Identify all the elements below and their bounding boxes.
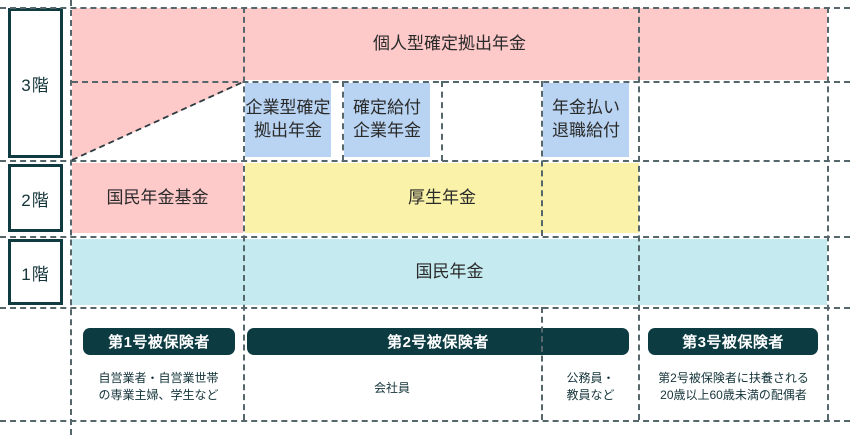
tier-label-3f: 3階	[8, 8, 63, 158]
tier2-center-label: 厚生年金	[408, 187, 476, 207]
category-1-description: 自営業者・自営業世帯 の専業主婦、学生など	[72, 368, 245, 416]
category-2-desc2-line2: 教員など	[566, 388, 615, 403]
tier-label-3f-text: 3階	[21, 75, 50, 95]
tier-label-2f: 2階	[8, 164, 63, 232]
grid-vline-col4-lower	[541, 307, 543, 420]
tier2-left-label: 国民年金基金	[106, 187, 209, 207]
category-2-desc2-line1: 公務員・	[566, 371, 615, 385]
tier3-box-1-line1: 確定給付	[353, 98, 421, 118]
category-1-title: 第1号被保険者	[108, 334, 210, 351]
grid-hline-tier3-split	[72, 81, 850, 83]
category-2-title: 第2号被保険者	[387, 334, 489, 351]
category-2-description-public-servants: 公務員・ 教員など	[543, 368, 638, 416]
category-pill-3: 第3号被保険者	[648, 328, 818, 355]
category-3-desc-line2: 20歳以上60歳未満の配偶者	[660, 388, 807, 403]
grid-vline-col2	[342, 81, 344, 161]
tier1-kokumin-nenkin: 国民年金	[72, 239, 827, 305]
category-2-description-employees: 会社員	[245, 364, 539, 414]
category-pill-1: 第1号被保険者	[83, 328, 235, 355]
tier-label-1f: 1階	[8, 239, 63, 305]
grid-vline-col5	[638, 7, 640, 420]
category-2-desc-line1: 会社員	[373, 381, 410, 396]
tier-label-1f-text: 1階	[21, 264, 50, 284]
tier3-box-empty-5	[640, 83, 827, 157]
tier3-box-1-line2: 企業年金	[353, 121, 421, 140]
tier3-top-band-ipension: 個人型確定拠出年金	[72, 8, 827, 80]
grid-vline-col4	[541, 81, 543, 236]
tier2-kosei-nenkin: 厚生年金	[245, 163, 639, 233]
tier3-box-empty-3	[443, 83, 529, 157]
grid-hline-tier3-bottom	[0, 160, 850, 162]
category-1-desc-line1: 自営業者・自営業世帯	[98, 371, 219, 385]
grid-vline-left	[70, 0, 72, 435]
tier3-top-band-label: 個人型確定拠出年金	[373, 33, 526, 53]
category-1-desc-line2: の専業主婦、学生など	[98, 388, 219, 403]
grid-vline-col3	[441, 81, 443, 161]
grid-vline-right	[827, 7, 829, 420]
tier2-empty-right	[640, 163, 827, 233]
category-pill-2: 第2号被保険者	[247, 328, 629, 355]
category-3-title: 第3号被保険者	[682, 334, 784, 351]
grid-hline-bottom	[0, 420, 850, 422]
tier1-label: 国民年金	[415, 261, 484, 281]
tier3-box-3-line1: 年金払い	[552, 98, 620, 118]
tier-label-2f-text: 2階	[21, 190, 50, 210]
grid-vline-col1	[243, 7, 245, 420]
category-3-desc-line1: 第2号被保険者に扶養される	[658, 371, 809, 385]
grid-hline-tier1-bottom	[0, 307, 850, 309]
tier3-box-0-line1: 企業型確定	[245, 98, 331, 118]
category-3-description: 第2号被保険者に扶養される 20歳以上60歳未満の配偶者	[640, 368, 827, 416]
tier3-box-0-line2: 拠出年金	[254, 121, 322, 140]
tier3-box-corporate-dc: 企業型確定 拠出年金	[245, 83, 331, 157]
grid-hline-tier2-bottom	[0, 236, 850, 238]
grid-hline-top	[0, 7, 850, 9]
tier3-box-3-line2: 退職給付	[552, 121, 620, 140]
tier3-box-defined-benefit: 確定給付 企業年金	[344, 83, 430, 157]
tier3-pink-wedge-block	[72, 80, 243, 160]
tier2-kokumin-nenkin-kikin: 国民年金基金	[72, 163, 243, 233]
tier3-box-retirement-pension: 年金払い 退職給付	[543, 83, 629, 157]
